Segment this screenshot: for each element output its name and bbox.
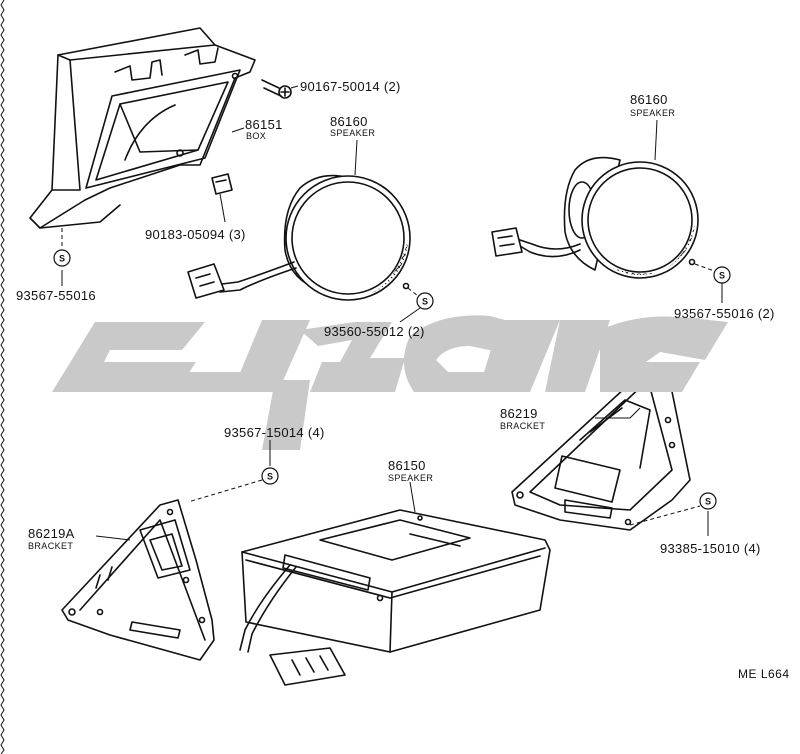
callout-screw-right: 93567-55016 (2) xyxy=(674,306,775,321)
screw-icon xyxy=(261,79,299,99)
clip-icon xyxy=(211,173,233,223)
speaker-left-drawing xyxy=(187,174,411,301)
callout-screw-left: 93560-55012 (2) xyxy=(324,324,425,339)
callout-box-part: 86151 xyxy=(245,117,283,132)
svg-text:S: S xyxy=(422,297,428,307)
callout-screw-box: 93567-55016 xyxy=(16,288,96,303)
s-symbol-box: S xyxy=(53,249,71,267)
left-border xyxy=(0,0,5,754)
drawing-code: ME L664 xyxy=(738,667,790,681)
callout-speaker-right-name: SPEAKER xyxy=(630,108,675,118)
svg-text:S: S xyxy=(59,254,65,264)
callout-screw: 90167-50014 (2) xyxy=(300,79,401,94)
callout-screw-bracket-left: 93567-15014 (4) xyxy=(224,425,325,440)
callout-bracket-right-part: 86219 xyxy=(500,406,538,421)
bracket-left-drawing xyxy=(61,499,215,661)
callout-bracket-left-part: 86219A xyxy=(28,526,75,541)
callout-bracket-right-name: BRACKET xyxy=(500,421,545,431)
speaker-box-86150-drawing xyxy=(239,509,551,686)
leader-lines xyxy=(61,119,723,541)
s-symbol-right-speaker: S xyxy=(713,266,731,284)
callout-box-name: BOX xyxy=(246,131,266,141)
svg-text:S: S xyxy=(719,271,725,281)
callout-speaker-left-name: SPEAKER xyxy=(330,128,375,138)
speaker-box-drawing xyxy=(29,27,256,229)
speaker-right-drawing xyxy=(491,156,699,279)
s-symbol-right-bracket: S xyxy=(699,492,717,510)
svg-text:S: S xyxy=(705,497,711,507)
callout-bracket-left-name: BRACKET xyxy=(28,541,73,551)
callout-clip: 90183-05094 (3) xyxy=(145,227,246,242)
s-symbol-left-speaker: S xyxy=(416,292,434,310)
callout-screw-bracket-right: 93385-15010 (4) xyxy=(660,541,761,556)
s-symbol-left-bracket: S xyxy=(261,467,279,485)
watermark-logo xyxy=(52,315,728,450)
svg-text:S: S xyxy=(267,472,273,482)
callout-speaker-right-part: 86160 xyxy=(630,92,668,107)
callout-speaker-86150-part: 86150 xyxy=(388,458,426,473)
callout-speaker-left-part: 86160 xyxy=(330,114,368,129)
callout-speaker-86150-name: SPEAKER xyxy=(388,473,433,483)
